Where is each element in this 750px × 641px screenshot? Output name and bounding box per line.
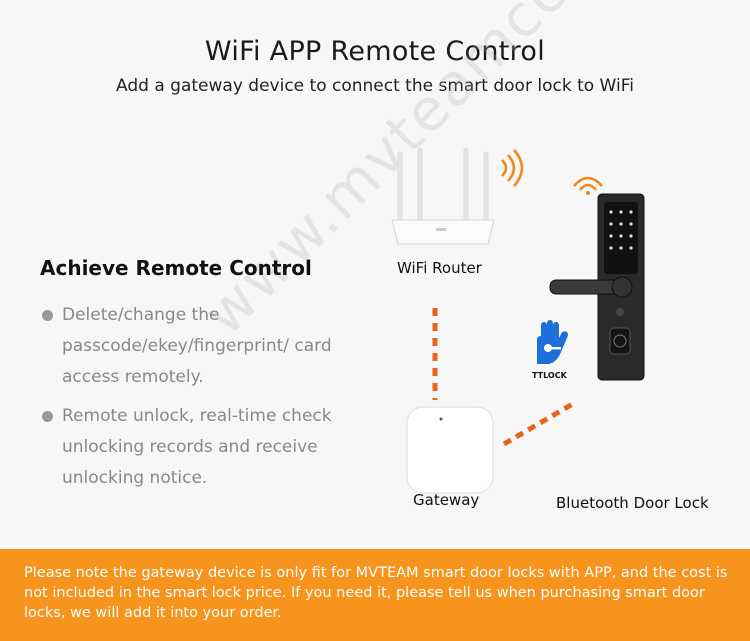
- router-label: WiFi Router: [397, 259, 482, 277]
- page-title: WiFi APP Remote Control: [204, 36, 546, 67]
- feature-item-text: Remote unlock, real-time check unlocking…: [62, 406, 332, 488]
- feature-item: Remote unlock, real-time check unlocking…: [40, 401, 360, 494]
- page-subtitle: Add a gateway device to connect the smar…: [116, 76, 634, 96]
- lock-label: Bluetooth Door Lock: [556, 494, 709, 512]
- feature-item: Delete/change the passcode/ekey/fingerpr…: [40, 300, 360, 393]
- ttlock-label: TTLOCK: [532, 371, 567, 380]
- feature-heading: Achieve Remote Control: [40, 256, 312, 280]
- notice-banner: Please note the gateway device is only f…: [0, 549, 750, 641]
- notice-text: Please note the gateway device is only f…: [24, 565, 728, 621]
- door-lock-icon: [549, 193, 645, 381]
- wifi-signal-icon: [573, 176, 603, 195]
- wifi-signal-icon: [501, 149, 524, 187]
- feature-item-text: Delete/change the passcode/ekey/fingerpr…: [62, 305, 332, 387]
- gateway-label: Gateway: [413, 491, 480, 509]
- gateway-icon: [406, 406, 494, 494]
- bullet-dot-icon: [42, 310, 53, 321]
- bullet-dot-icon: [42, 411, 53, 422]
- ttlock-logo-icon: [537, 320, 568, 364]
- feature-list: Delete/change the passcode/ekey/fingerpr…: [40, 300, 360, 502]
- connection-line: [502, 399, 578, 447]
- wifi-router-icon: [391, 147, 495, 245]
- connection-line: [432, 308, 438, 400]
